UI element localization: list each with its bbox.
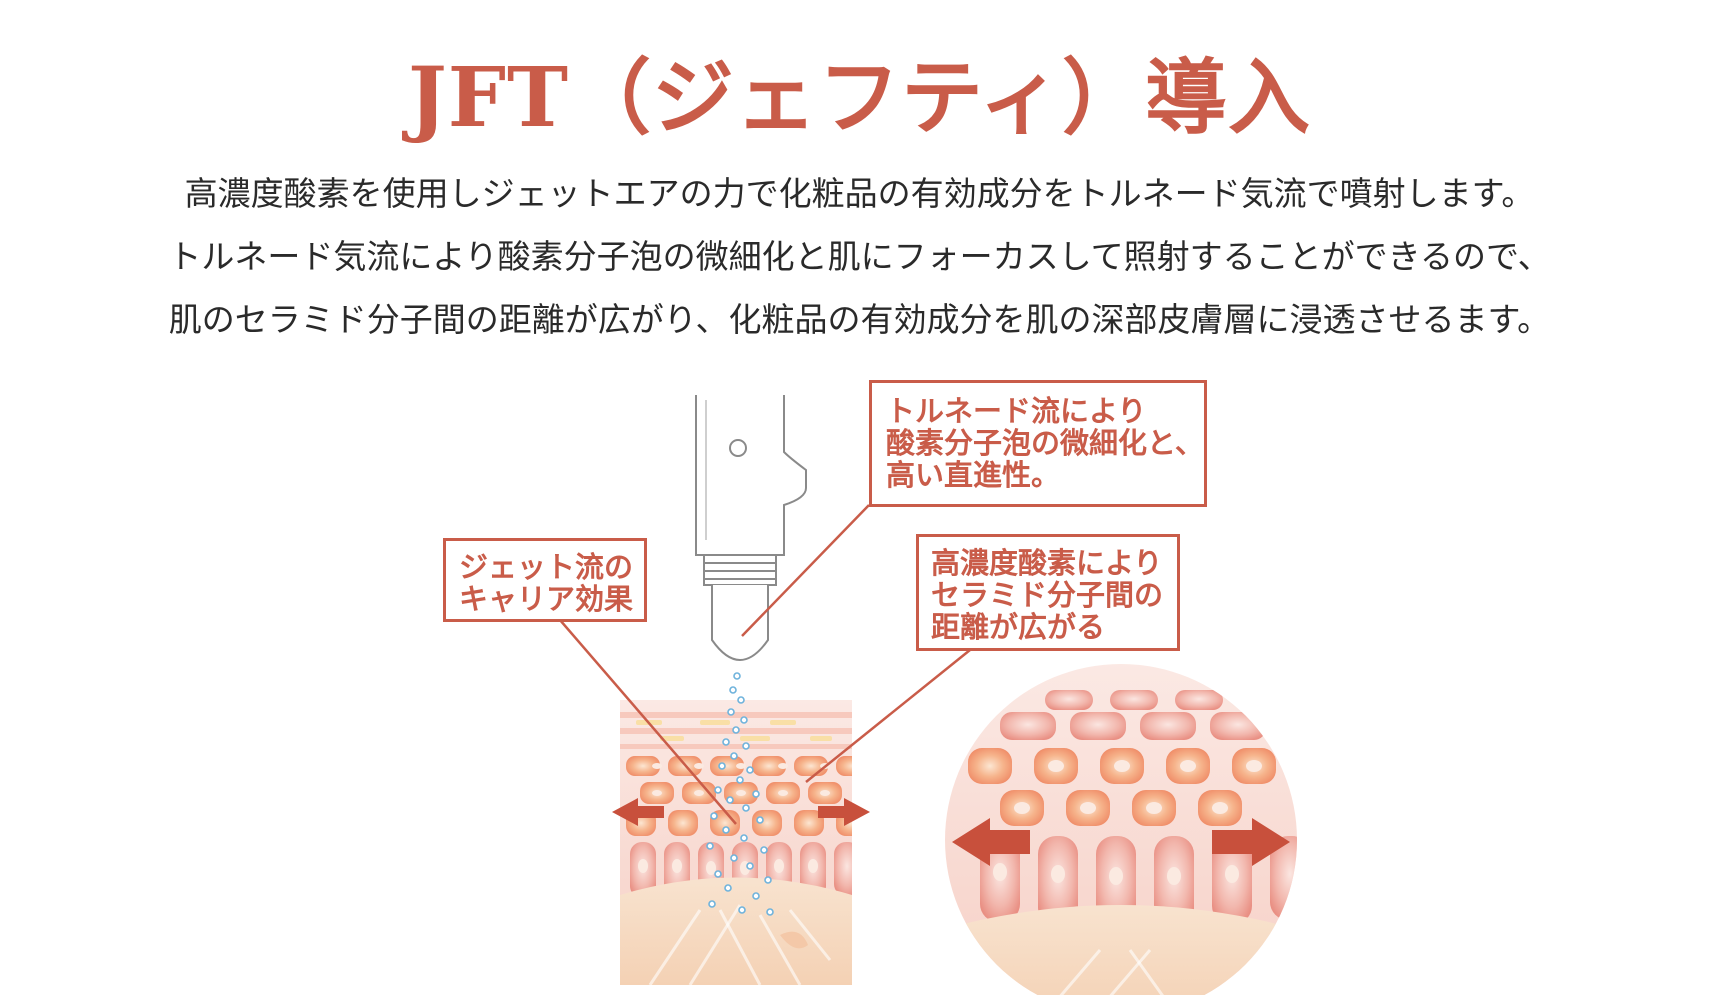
callout-jet-line-2: キャリア効果	[459, 582, 634, 616]
description: 高濃度酸素を使用しジェットエアの力で化粧品の有効成分をトルネード気流で噴射します…	[0, 162, 1719, 351]
callout-oxygen-line-2: セラミド分子間の	[931, 578, 1164, 612]
callout-oxygen-line-3: 距離が広がる	[931, 610, 1106, 644]
callout-tornado-line-2: 酸素分子泡の微細化と、	[886, 426, 1204, 460]
skin-cross-section	[620, 700, 852, 985]
callout-jet-line-1: ジェット流の	[459, 550, 634, 584]
double-arrow-icon	[952, 818, 1290, 866]
leader-lines	[559, 504, 971, 825]
description-line-2: トルネード気流により酸素分子泡の微細化と肌にフォーカスして照射することができるの…	[168, 237, 1551, 276]
callout-tornado: トルネード流により 酸素分子泡の微細化と、 高い直進性。	[869, 380, 1207, 507]
callout-tornado-line-1: トルネード流により	[886, 394, 1147, 428]
callout-tornado-line-3: 高い直進性。	[886, 458, 1061, 492]
description-line-3: 肌のセラミド分子間の距離が広がり、化粧品の有効成分を肌の深部皮膚層に浸透させるま…	[168, 300, 1551, 339]
spray-bubbles-icon	[706, 672, 774, 916]
callout-oxygen: 高濃度酸素により セラミド分子間の 距離が広がる	[916, 534, 1180, 651]
magnified-skin-circle	[945, 664, 1297, 995]
callout-oxygen-line-1: 高濃度酸素により	[931, 546, 1163, 580]
page-title: JFT（ジェフティ）導入	[407, 50, 1312, 146]
description-line-1: 高濃度酸素を使用しジェットエアの力で化粧品の有効成分をトルネード気流で噴射します…	[184, 174, 1535, 213]
callout-jet: ジェット流の キャリア効果	[443, 538, 647, 622]
applicator-nozzle-icon	[695, 395, 807, 661]
double-arrow-icon	[612, 798, 870, 826]
